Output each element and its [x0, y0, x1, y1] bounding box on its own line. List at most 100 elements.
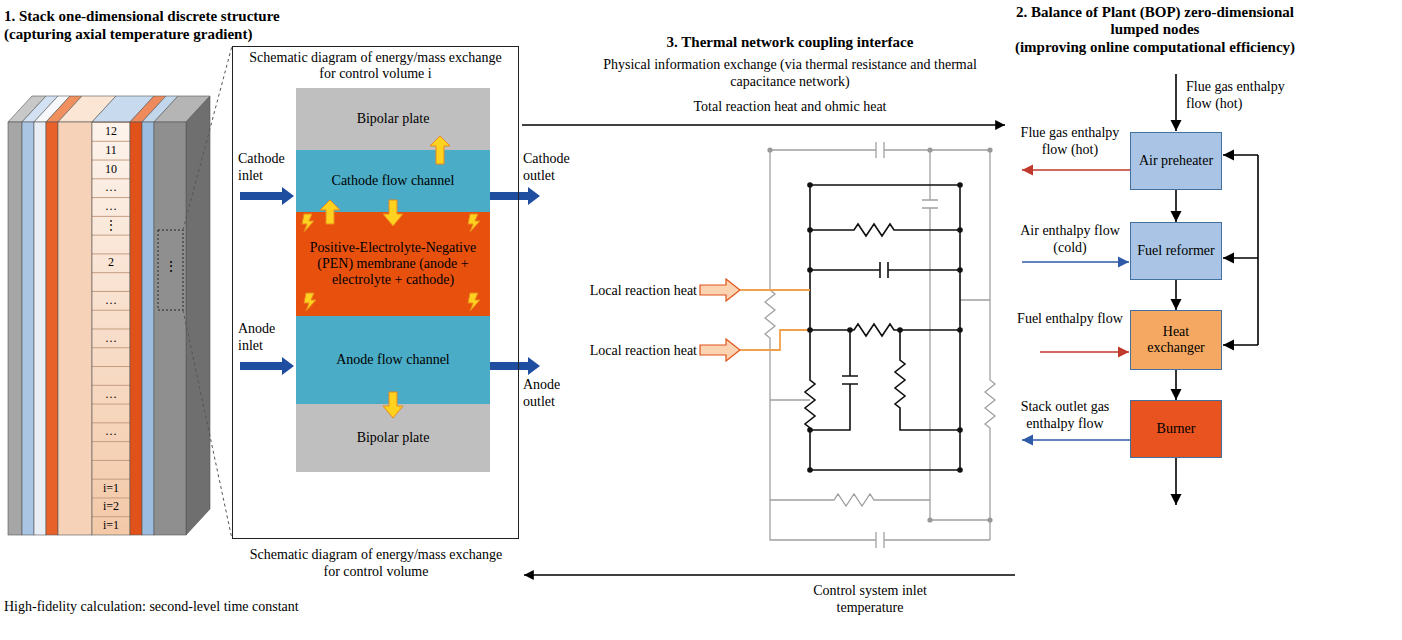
thermal-network [770, 494, 930, 506]
thermal-network [810, 224, 960, 236]
burner: Burner [1130, 400, 1222, 458]
layer-number: i=1 [92, 479, 130, 498]
stack-illustration [92, 122, 130, 535]
thermal-network [807, 267, 813, 273]
thermal-network [810, 262, 960, 278]
reaction-bolt [468, 293, 480, 311]
thermal-network [767, 147, 772, 152]
stack-illustration [8, 122, 22, 535]
thermal-network [805, 185, 815, 470]
thermal-network [740, 142, 995, 548]
fuel-reformer: Fuel reformer [1130, 222, 1222, 280]
layer-number: i=1 [92, 516, 130, 535]
layer-number: ⋮ [92, 216, 130, 235]
thermal-network [957, 267, 963, 273]
control-volume-layers [296, 88, 490, 472]
annotation-label: Anode outlet [523, 376, 585, 410]
node-text: Anode flow channel [336, 352, 450, 368]
gas-flow-arrow [240, 187, 294, 205]
local-heat-arrow [700, 339, 740, 361]
thermal-network [810, 330, 858, 430]
enthalpy-flow-arrow [1175, 458, 1177, 505]
node-text: Air preheater [1139, 153, 1213, 169]
annotation-label: Local reaction heat [585, 342, 697, 359]
gas-flow-arrow [490, 357, 540, 375]
flow-arrow [1175, 280, 1177, 310]
enthalpy-flow-arrow [1223, 344, 1258, 346]
reaction-bolt [304, 293, 316, 311]
thermal-network [895, 330, 960, 430]
layer-number: … [92, 178, 130, 197]
node-text: Burner [1157, 421, 1196, 437]
section-title: (improving online computational efficien… [985, 39, 1325, 56]
annotation-label: High-fidelity calculation: second-level … [4, 598, 504, 615]
thermal-network [847, 327, 853, 333]
coupling-arrow [522, 125, 1015, 575]
thermal-network [957, 467, 963, 473]
enthalpy-flow-arrow [1223, 257, 1258, 259]
section-subtitle: (capturing axial temperature gradient) [4, 26, 424, 43]
annotation-label: Fuel enthalpy flow [1015, 310, 1125, 327]
thermal-network [957, 227, 963, 233]
control-volume-layers [296, 316, 490, 404]
thermal-network [740, 290, 810, 350]
thermal-network [807, 182, 963, 473]
layer-number: i=2 [92, 497, 130, 516]
enthalpy-flow-arrow [1257, 155, 1259, 345]
anode-flow-channel: Anode flow channel [296, 316, 490, 404]
thermal-network [987, 517, 992, 522]
thermal-network [957, 427, 963, 433]
annotation-label: Flue gas enthalpy flow (hot) [1186, 78, 1302, 112]
gas-flow-arrow [490, 187, 540, 205]
stack-illustration [186, 96, 210, 535]
layer-number: … [92, 422, 130, 441]
local-heat-arrow [700, 279, 740, 301]
heat-flow-arrow [383, 200, 403, 226]
section-title: 3. Thermal network coupling interface [600, 34, 980, 51]
stack-illustration [46, 122, 58, 535]
stack-illustration [142, 122, 154, 535]
node-text: Heat exchanger [1136, 324, 1216, 356]
enthalpy-flow-arrow [1175, 74, 1177, 131]
node-text: Cathode flow channel [332, 173, 455, 189]
layer-number: … [92, 197, 130, 216]
thermal-network [957, 182, 963, 188]
enthalpy-flow-arrow [1022, 439, 1130, 441]
layer-number: … [92, 291, 130, 310]
enthalpy-flow-arrow [1040, 351, 1129, 353]
flow-arrow [1175, 370, 1177, 400]
thermal-network [767, 147, 992, 522]
local-heat-arrow [700, 279, 740, 361]
thermal-network [987, 147, 992, 152]
air-preheater: Air preheater [1130, 132, 1222, 190]
thermal-network [765, 150, 990, 548]
heat-flow-arrow [430, 136, 450, 164]
thermal-network [810, 324, 960, 336]
flow-arrow [1175, 190, 1177, 222]
gas-flow-arrow [240, 357, 294, 375]
node-text: Bipolar plate [357, 111, 430, 127]
annotation-label: ⋮ [159, 258, 183, 275]
thermal-network [770, 142, 990, 158]
coupling-arrow [524, 574, 1015, 575]
stack-illustration [158, 230, 183, 310]
stack-illustration [92, 122, 130, 535]
stack-illustration [8, 46, 232, 539]
enthalpy-flow-arrow [1223, 154, 1258, 156]
gas-flow-arrow [240, 187, 540, 375]
thermal-network [807, 467, 813, 473]
thermal-network [922, 150, 990, 520]
annotation-label: Cathode outlet [523, 150, 585, 184]
enthalpy-flow-arrow [1022, 169, 1130, 171]
annotation-label: Air enthalpy flow (cold) [1015, 222, 1125, 256]
thermal-network [807, 427, 813, 433]
thermal-network [807, 327, 813, 333]
thermal-network [927, 147, 932, 152]
annotation-label: Local reaction heat [585, 282, 697, 299]
enthalpy-flow-arrow [1022, 261, 1129, 263]
coupling-arrow [522, 124, 1005, 125]
thermal-network [985, 150, 995, 540]
annotation-label: Schematic diagram of energy/mass exchang… [240, 546, 512, 580]
thermal-network [897, 327, 903, 333]
